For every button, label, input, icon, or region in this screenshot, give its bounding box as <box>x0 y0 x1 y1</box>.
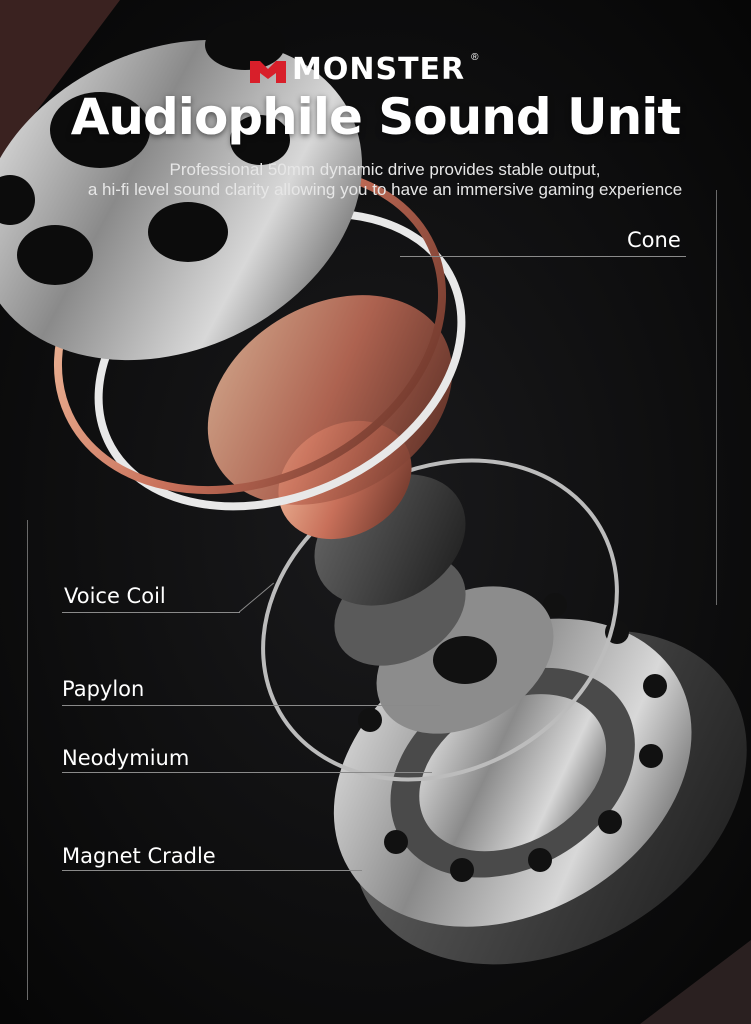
voice-coil-leader-line <box>62 612 240 613</box>
brand-name: MONSTER <box>292 52 466 87</box>
neodymium-leader-line <box>62 772 432 773</box>
divider-left <box>27 520 28 1000</box>
label-magnet-cradle: Magnet Cradle <box>62 844 216 868</box>
subtitle-line-2: a hi-fi level sound clarity allowing you… <box>87 180 683 199</box>
label-papylon: Papylon <box>62 677 145 701</box>
monster-logo-icon <box>250 57 286 83</box>
label-neodymium: Neodymium <box>62 746 190 770</box>
divider-right <box>716 190 717 605</box>
magnet-cradle-leader-line <box>62 870 362 871</box>
cone-leader-line <box>400 256 686 257</box>
page-title: Audiophile Sound Unit <box>70 88 682 146</box>
papylon-leader-line <box>62 705 440 706</box>
subtitle-line-1: Professional 50mm dynamic drive provides… <box>169 160 601 179</box>
brand-logo: MONSTER ® <box>250 52 479 87</box>
registered-mark: ® <box>471 52 479 63</box>
label-cone: Cone <box>627 228 681 252</box>
label-voice-coil: Voice Coil <box>64 584 166 608</box>
